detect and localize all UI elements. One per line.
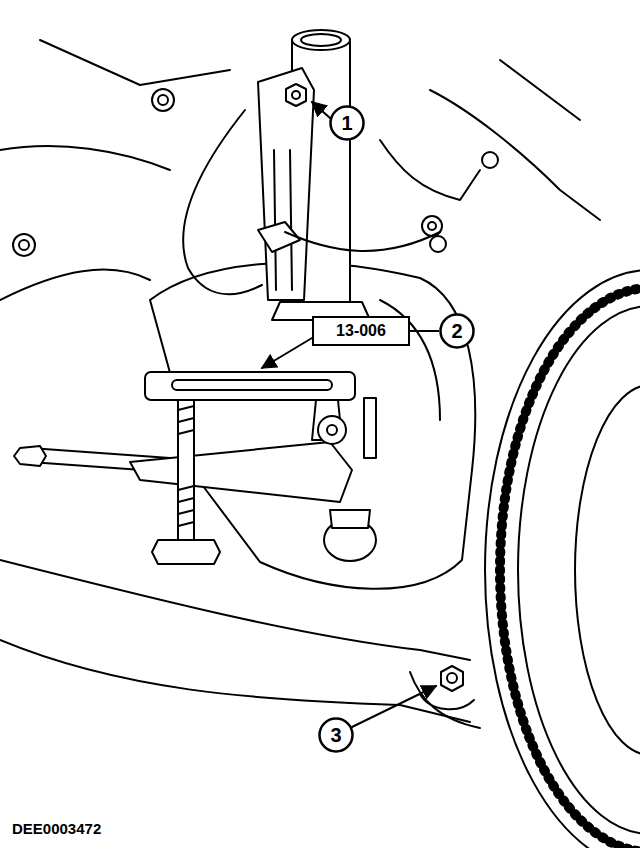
tool-number: 13-006 (336, 323, 386, 339)
callout-number: 2 (451, 321, 462, 341)
callout-circle: 1 (329, 105, 365, 141)
callout-circle: 3 (318, 717, 354, 753)
callout-circle: 2 (439, 313, 475, 349)
callout-number: 1 (341, 113, 352, 133)
figure-code: DEE0003472 (12, 820, 101, 837)
tool-number-box: 13-006 (312, 316, 410, 346)
connector-line (410, 330, 439, 332)
callout-number: 3 (330, 725, 341, 745)
